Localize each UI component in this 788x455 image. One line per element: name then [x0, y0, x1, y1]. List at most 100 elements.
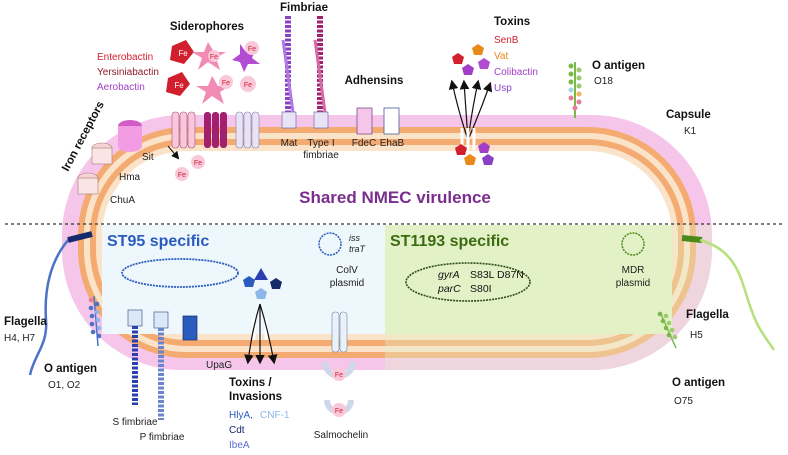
- svg-text:Fe: Fe: [210, 54, 218, 61]
- toxin-triangle-icon: [254, 268, 268, 280]
- toxin-pentagon-icon: [455, 144, 467, 155]
- mdr-label-line2: plasmid: [616, 278, 650, 289]
- salmochelin-receptor-icon: [331, 311, 348, 353]
- mat-fimbria-icon: [281, 16, 297, 129]
- mdr-label-line1: MDR: [622, 265, 645, 276]
- toxins-title: Toxins: [494, 16, 530, 28]
- capsule-value: K1: [684, 126, 697, 137]
- toxin-arrow: [448, 79, 469, 141]
- svg-text:Fe: Fe: [178, 172, 186, 179]
- s-fimbriae-label: S fimbriae: [112, 417, 157, 428]
- parc-mutations: S80I: [470, 283, 492, 295]
- salmochelin-siderophore-icon: Fe: [322, 361, 356, 381]
- type1-label-line2: fimbriae: [303, 150, 339, 161]
- svg-text:Fe: Fe: [335, 372, 343, 379]
- siderophore-icon: Fe: [240, 76, 256, 92]
- svg-text:Fe: Fe: [248, 46, 256, 53]
- chua-receptor-icon: [77, 172, 99, 195]
- svg-text:Fe: Fe: [335, 408, 343, 415]
- st1193-flagella-title: Flagella: [686, 309, 729, 321]
- fe-ion-icon: Fe: [175, 167, 189, 181]
- enterobactin-label: Enterobactin: [97, 52, 153, 63]
- iron-import-arrow: [167, 145, 180, 160]
- s-fimbria-icon: [127, 309, 143, 405]
- gyra-mutations: S83L D87N: [470, 269, 524, 281]
- siderophores-group: Siderophores Enterobactin Yersiniabactin…: [97, 21, 260, 149]
- o-antigen-chain-icon: [657, 311, 678, 349]
- colv-label-line1: ColV: [336, 265, 358, 276]
- st1193-flagellum: [699, 238, 776, 351]
- st1193-o-antigen-value: O75: [674, 396, 693, 407]
- svg-text:Fe: Fe: [178, 49, 188, 58]
- trat-gene-label: traT: [349, 244, 367, 254]
- svg-text:Fe: Fe: [244, 82, 252, 89]
- cdt-label: Cdt: [229, 425, 245, 436]
- toxin-pentagon-icon: [478, 142, 490, 153]
- toxin-pentagon-icon: [472, 44, 484, 55]
- st95-chromosome-plasmid: [121, 258, 239, 288]
- salmochelin-siderophore-icon: Fe: [324, 399, 354, 417]
- vat-label: Vat: [494, 51, 508, 62]
- fe-ion-icon: Fe: [191, 155, 205, 169]
- adhesins-title: Adhensins: [345, 75, 404, 87]
- colibactin-label: Colibactin: [494, 67, 538, 78]
- upag-adhesin-icon: [182, 315, 198, 341]
- aerobactin-label: Aerobactin: [97, 82, 145, 93]
- hlya-label: HlyA,: [229, 410, 253, 421]
- enterobactin-receptor: [171, 111, 196, 149]
- siderophore-icon: Fe: [196, 75, 233, 104]
- o-antigen-chain-icon: [88, 295, 102, 347]
- st95-toxins-title-2: Invasions: [229, 391, 282, 403]
- ibea-label: IbeA: [229, 440, 250, 450]
- st95-flagella-value: H4, H7: [4, 333, 36, 344]
- svg-text:Fe: Fe: [174, 81, 184, 90]
- siderophore-icon: Fe: [232, 41, 260, 72]
- type1-fimbria-icon: [313, 16, 329, 129]
- gyra-gene: gyrA: [438, 269, 460, 281]
- cnf1-label: CNF-1: [260, 410, 290, 421]
- toxin-pentagon-icon: [255, 288, 267, 299]
- mdr-plasmid-ring: [621, 232, 645, 256]
- o18-title: O antigen: [592, 60, 645, 72]
- salmochelin-label: Salmochelin: [314, 430, 368, 441]
- st1193-region-bg: [385, 225, 672, 334]
- st95-toxin-arrow: [244, 303, 261, 365]
- yersiniabactin-label: Yersiniabactin: [97, 67, 159, 78]
- p-fimbria-icon: [153, 311, 169, 420]
- st95-group: ST95 specific Flagella H4, H7 O antigen …: [4, 231, 290, 451]
- svg-text:Fe: Fe: [194, 160, 202, 167]
- fdec-adhesin-icon: [356, 107, 373, 135]
- st95-toxins-title-1: Toxins /: [229, 377, 272, 389]
- toxin-pentagon-icon: [478, 58, 490, 69]
- st1193-chromosome: [405, 262, 531, 302]
- p-fimbriae-label: P fimbriae: [140, 432, 185, 443]
- hma-label: Hma: [119, 172, 141, 183]
- st95-o-antigen-value: O1, O2: [48, 380, 81, 391]
- toxin-pentagon-icon: [270, 278, 282, 289]
- st95-flagella-title: Flagella: [4, 316, 47, 328]
- yersiniabactin-receptor: [204, 112, 227, 148]
- mat-label: Mat: [281, 138, 298, 149]
- usp-label: Usp: [494, 83, 512, 94]
- fimbriae-title: Fimbriae: [280, 2, 328, 14]
- toxin-arrow: [467, 81, 493, 141]
- chua-label: ChuA: [110, 195, 135, 206]
- salmochelin-group: Fe Fe Salmochelin: [314, 311, 368, 441]
- st1193-o-antigen-title: O antigen: [672, 377, 725, 389]
- shared-toxins-group: Toxins SenB Vat Colibactin Usp: [448, 16, 538, 165]
- capsule-title: Capsule: [666, 109, 711, 121]
- parc-gene: parC: [437, 283, 461, 295]
- siderophore-icon: Fe: [170, 40, 194, 64]
- st95-title: ST95 specific: [107, 233, 209, 250]
- toxin-pentagon-icon: [243, 276, 255, 287]
- ehab-label: EhaB: [380, 138, 405, 149]
- colv-plasmid-group: iss traT ColV plasmid: [318, 232, 367, 289]
- st1193-capsule-tint: [385, 225, 712, 370]
- o18-antigen-group: O antigen O18: [568, 60, 645, 118]
- flagellum-motor: [67, 231, 93, 243]
- toxin-pentagon-icon: [452, 53, 464, 64]
- svg-text:Fe: Fe: [222, 80, 230, 87]
- o-antigen-chain-icon: [568, 62, 582, 118]
